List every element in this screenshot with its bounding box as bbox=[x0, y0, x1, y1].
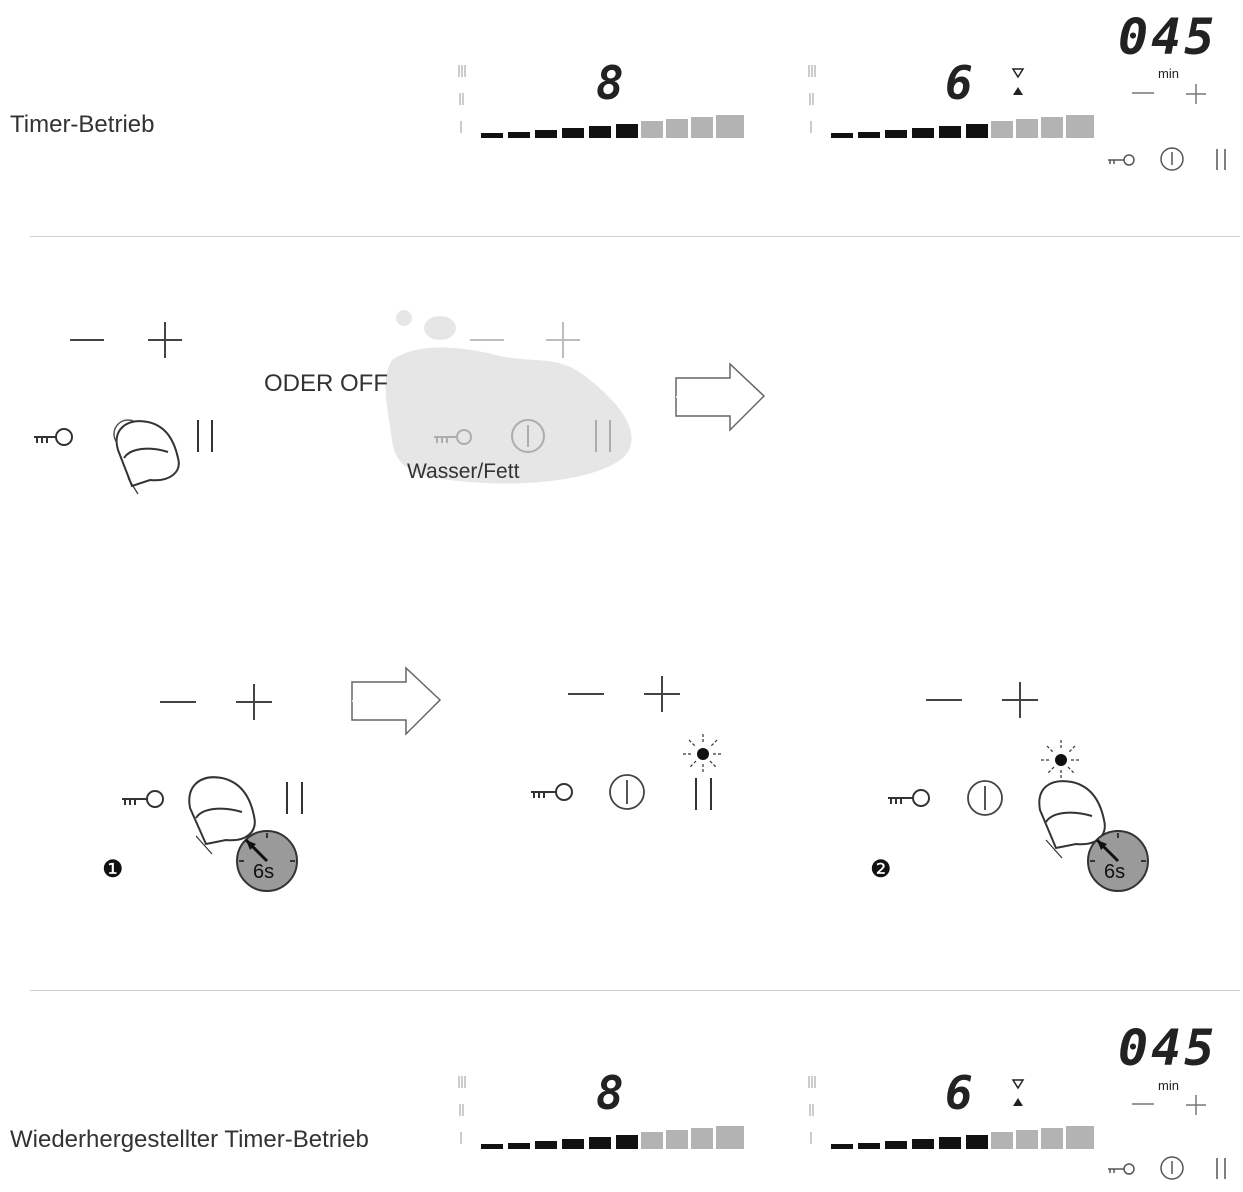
power-icon bbox=[1160, 1156, 1184, 1180]
ghost-power-icon bbox=[511, 419, 545, 453]
steps-diagram bbox=[122, 666, 1149, 892]
pause-icon bbox=[286, 782, 303, 814]
zone2-level-display: 6 bbox=[945, 1066, 973, 1120]
zone2-panel-top bbox=[808, 65, 1094, 138]
arrow-right-icon bbox=[351, 666, 442, 736]
key-lock-icon bbox=[531, 783, 573, 801]
finger-icon bbox=[115, 420, 180, 495]
key-lock-icon bbox=[1108, 1163, 1135, 1175]
step1-badge: ❶ bbox=[102, 856, 124, 883]
hourglass-icon bbox=[1011, 1079, 1025, 1106]
power-icon bbox=[967, 780, 1003, 816]
power-level-bar bbox=[831, 115, 1094, 138]
plus-icon bbox=[644, 676, 680, 712]
power-icon bbox=[609, 774, 645, 810]
plus-icon bbox=[236, 684, 272, 720]
power-level-bar bbox=[831, 1126, 1094, 1149]
blinking-indicator-icon bbox=[683, 734, 723, 774]
power-level-bar bbox=[481, 115, 744, 138]
timer-unit-label: min bbox=[1158, 66, 1179, 81]
section-top-label: Timer-Betrieb bbox=[10, 111, 155, 138]
ghost-controls bbox=[434, 322, 611, 453]
spill-blob-icon bbox=[385, 310, 632, 484]
step2-badge: ❷ bbox=[870, 856, 892, 883]
spill-scenario bbox=[34, 310, 766, 495]
oder-off-label: ODER OFF bbox=[264, 370, 388, 397]
plus-icon bbox=[1002, 682, 1038, 718]
power-icon bbox=[1160, 147, 1184, 171]
heat-level-icon bbox=[458, 65, 466, 133]
clock-icon bbox=[1087, 830, 1149, 892]
key-lock-icon bbox=[34, 428, 73, 446]
blinking-indicator-icon bbox=[1041, 740, 1081, 780]
key-lock-icon bbox=[122, 790, 164, 808]
zone1-level-display: 8 bbox=[596, 1066, 624, 1120]
finger-icon bbox=[188, 776, 256, 855]
timer-minus-plus bbox=[1132, 84, 1206, 104]
key-lock-icon bbox=[1108, 154, 1135, 166]
pause-icon bbox=[197, 420, 213, 452]
pause-icon bbox=[1216, 1158, 1226, 1179]
zone1-panel-top bbox=[458, 65, 744, 138]
timer-minus-plus bbox=[1132, 1095, 1206, 1115]
plus-icon bbox=[148, 322, 182, 358]
timer-plus-icon bbox=[1186, 84, 1206, 104]
hold-time-label: 6s bbox=[253, 861, 275, 883]
power-level-bar bbox=[481, 1126, 744, 1149]
divider-bottom bbox=[30, 990, 1240, 991]
bottom-control-row bbox=[1108, 1156, 1226, 1180]
timer-display: 045 bbox=[1118, 8, 1218, 66]
section-bottom-label: Wiederhergestellter Timer-Betrieb bbox=[10, 1126, 369, 1153]
arrow-right-icon bbox=[675, 362, 766, 432]
pause-icon bbox=[1216, 149, 1226, 170]
heat-level-icon bbox=[808, 65, 816, 133]
zone1-panel-bottom bbox=[458, 1076, 744, 1149]
timer-plus-icon bbox=[1186, 1095, 1206, 1115]
hourglass-icon bbox=[1011, 68, 1025, 95]
ghost-key-lock-icon bbox=[434, 429, 472, 445]
timer-unit-label: min bbox=[1158, 1078, 1179, 1093]
finger-icon bbox=[1038, 780, 1106, 859]
key-lock-icon bbox=[888, 789, 930, 807]
heat-level-icon bbox=[458, 1076, 466, 1144]
zone2-level-display: 6 bbox=[945, 56, 973, 110]
pause-icon bbox=[695, 778, 712, 810]
heat-level-icon bbox=[808, 1076, 816, 1144]
ghost-pause-icon bbox=[595, 420, 611, 452]
ghost-plus-icon bbox=[546, 322, 580, 358]
divider-top bbox=[30, 236, 1240, 237]
clock-icon bbox=[236, 830, 298, 892]
spill-label: Wasser/Fett bbox=[407, 460, 520, 483]
hold-time-label: 6s bbox=[1104, 861, 1126, 883]
zone2-panel-bottom bbox=[808, 1076, 1094, 1149]
zone1-level-display: 8 bbox=[596, 56, 624, 110]
top-control-row bbox=[1108, 147, 1226, 171]
timer-display: 045 bbox=[1118, 1019, 1218, 1077]
